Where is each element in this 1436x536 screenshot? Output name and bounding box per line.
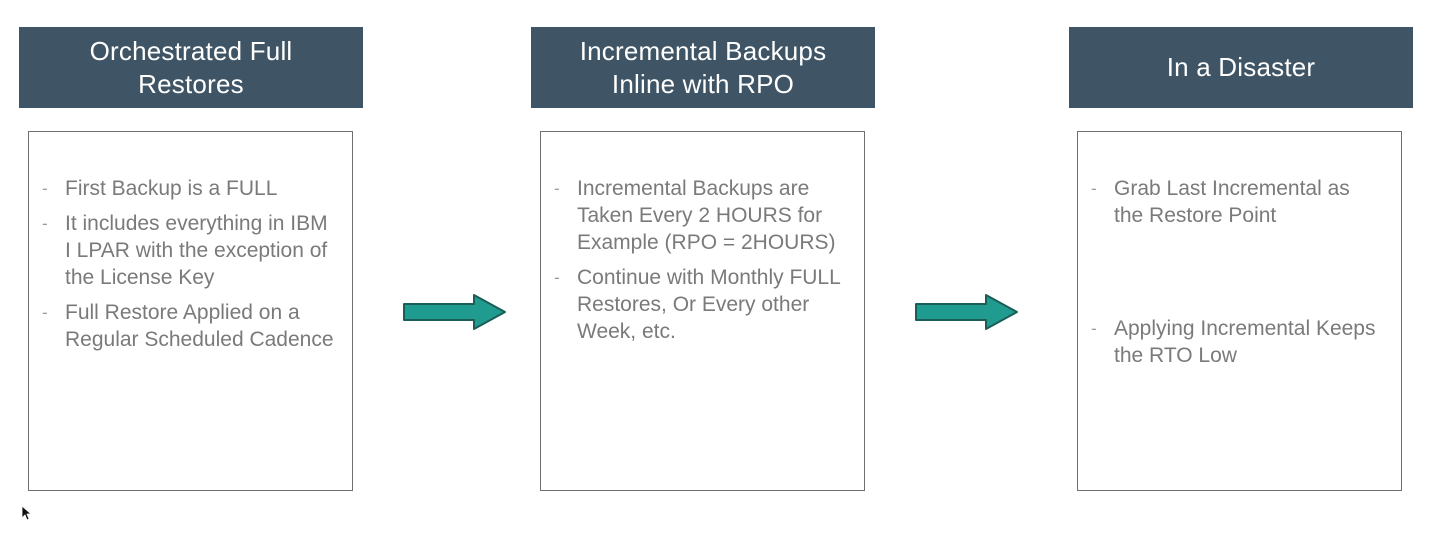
bullet-marker: - xyxy=(42,303,48,322)
arrow-right-icon xyxy=(403,294,506,330)
bullet-item: - It includes everything in IBM I LPAR w… xyxy=(42,210,334,291)
bullet-list: - Grab Last Incremental as the Restore P… xyxy=(1091,175,1383,377)
arrow-shape xyxy=(915,294,1018,330)
cursor-shape xyxy=(21,505,31,521)
header-title: Incremental Backups Inline with RPO xyxy=(579,35,827,99)
bullet-list: - Incremental Backups are Taken Every 2 … xyxy=(554,175,846,353)
bullet-marker: - xyxy=(1091,179,1097,198)
header-orchestrated-full-restores: Orchestrated Full Restores xyxy=(19,27,363,108)
bullet-item: - Incremental Backups are Taken Every 2 … xyxy=(554,175,846,256)
bullet-text: Incremental Backups are Taken Every 2 HO… xyxy=(577,177,836,254)
bullet-text: Applying Incremental Keeps the RTO Low xyxy=(1114,317,1376,367)
bullet-item: - Applying Incremental Keeps the RTO Low xyxy=(1091,315,1383,369)
panel-incremental-backups: - Incremental Backups are Taken Every 2 … xyxy=(540,131,865,491)
arrow-right-icon xyxy=(915,294,1018,330)
bullet-marker: - xyxy=(1091,319,1097,338)
arrow-shape xyxy=(403,294,506,330)
header-incremental-backups: Incremental Backups Inline with RPO xyxy=(531,27,875,108)
bullet-text: Continue with Monthly FULL Restores, Or … xyxy=(577,266,841,343)
bullet-text: First Backup is a FULL xyxy=(65,177,278,200)
panel-orchestrated-full-restores: - First Backup is a FULL - It includes e… xyxy=(28,131,353,491)
bullet-marker: - xyxy=(554,179,560,198)
mouse-pointer-icon xyxy=(21,505,31,521)
bullet-marker: - xyxy=(554,268,560,287)
header-in-a-disaster: In a Disaster xyxy=(1069,27,1413,108)
bullet-list: - First Backup is a FULL - It includes e… xyxy=(42,175,334,361)
bullet-item: - Grab Last Incremental as the Restore P… xyxy=(1091,175,1383,229)
bullet-item: - Full Restore Applied on a Regular Sche… xyxy=(42,299,334,353)
bullet-marker: - xyxy=(42,214,48,233)
header-title: Orchestrated Full Restores xyxy=(89,35,293,99)
panel-in-a-disaster: - Grab Last Incremental as the Restore P… xyxy=(1077,131,1402,491)
bullet-text: Full Restore Applied on a Regular Schedu… xyxy=(65,301,334,351)
bullet-marker: - xyxy=(42,179,48,198)
bullet-item: - First Backup is a FULL xyxy=(42,175,334,202)
header-title: In a Disaster xyxy=(1166,52,1316,82)
bullet-text: Grab Last Incremental as the Restore Poi… xyxy=(1114,177,1350,227)
bullet-text: It includes everything in IBM I LPAR wit… xyxy=(65,212,328,289)
bullet-item: - Continue with Monthly FULL Restores, O… xyxy=(554,264,846,345)
